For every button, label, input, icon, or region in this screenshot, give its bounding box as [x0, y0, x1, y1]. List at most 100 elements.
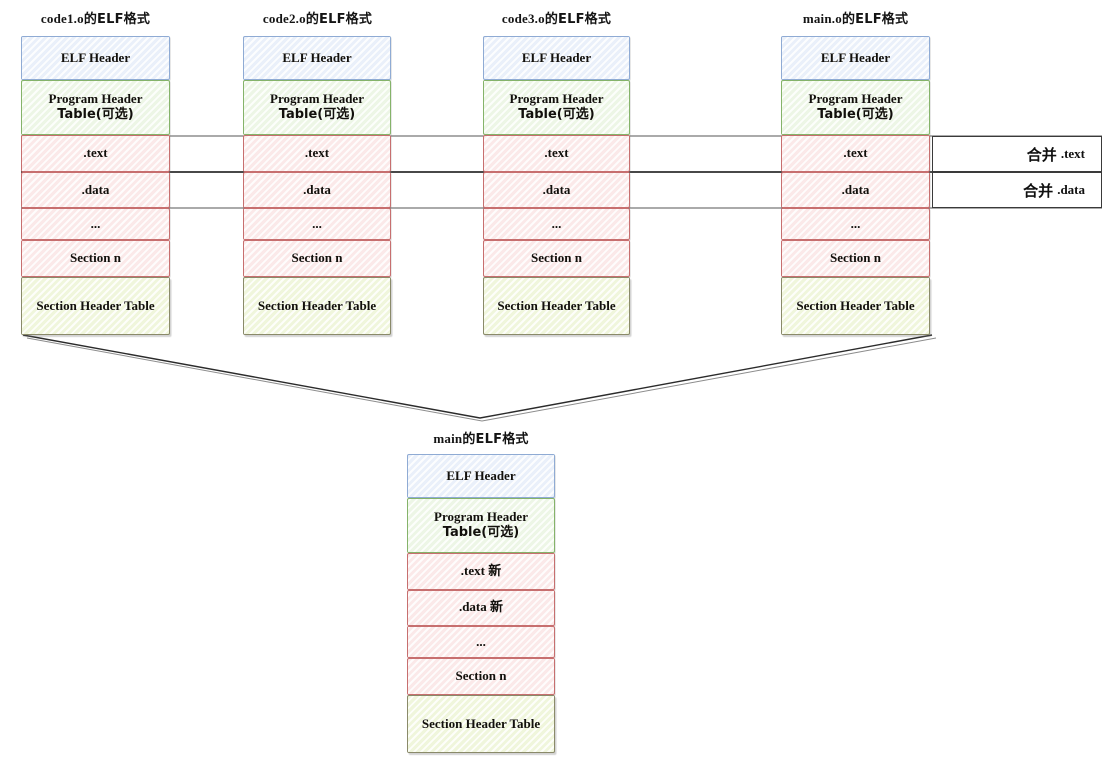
segment-text[interactable]: .text [21, 135, 170, 172]
segment-elf-header[interactable]: ELF Header [781, 36, 930, 80]
column-title-latin: main.o [802, 11, 842, 26]
segment-section-header-table[interactable]: Section Header Table [483, 277, 630, 335]
segment-label: Section Header Table [36, 297, 155, 313]
segment-data[interactable]: .data [21, 172, 170, 208]
segment-data[interactable]: .data [781, 172, 930, 208]
segment-label: .data [458, 599, 487, 615]
segment-ellipsis[interactable]: ... [21, 208, 170, 240]
segment-label-han: Table(可选) [57, 107, 134, 122]
segment-label: Program Header [808, 91, 903, 107]
segment-text-new[interactable]: .text 新 [407, 553, 555, 590]
segment-elf-header[interactable]: ELF Header [483, 36, 630, 80]
segment-section-n[interactable]: Section n [781, 240, 930, 277]
segment-data[interactable]: .data [483, 172, 630, 208]
segment-label: Section n [830, 250, 881, 266]
segment-label: Section Header Table [421, 715, 541, 731]
column-title-latin: code3.o [501, 11, 545, 26]
segment-label: Program Header [509, 91, 604, 107]
output-title-latin: main [433, 431, 463, 446]
segment-ellipsis[interactable]: ... [243, 208, 391, 240]
column-title-code1: code1.o的ELF格式 [21, 8, 170, 27]
output-title: main的ELF格式 [407, 428, 555, 447]
segment-label: ELF Header [446, 467, 516, 483]
segment-label: .data [303, 181, 331, 197]
segment-label: Section n [455, 668, 507, 684]
segment-label: Section Header Table [497, 297, 616, 313]
segment-label: Section Header Table [796, 297, 915, 313]
segment-label-han: Table(可选) [442, 525, 520, 540]
segment-label: Section n [70, 250, 121, 266]
segment-label-han: Table(可选) [278, 107, 356, 122]
column-title-latin: code2.o [262, 11, 306, 26]
merge-funnel-shadow [26, 337, 937, 422]
segment-label: .text [460, 562, 485, 578]
segment-label: .text [544, 145, 569, 161]
segment-label: .data [841, 181, 870, 197]
segment-label: ... [90, 215, 101, 231]
segment-ellipsis[interactable]: ... [483, 208, 630, 240]
segment-text[interactable]: .text [243, 135, 391, 172]
segment-label-han: 新 [490, 600, 504, 616]
merge-label-latin: .text [1060, 146, 1085, 161]
merge-label-text: 合并.text [932, 136, 1102, 172]
segment-section-header-table[interactable]: Section Header Table [781, 277, 930, 335]
segment-label: ELF Header [282, 49, 352, 65]
segment-label: Program Header [48, 91, 143, 107]
segment-elf-header[interactable]: ELF Header [407, 454, 555, 498]
segment-label: ELF Header [820, 49, 891, 65]
segment-label: Section Header Table [257, 297, 377, 313]
column-title-latin: code1.o [40, 11, 84, 26]
segment-section-n[interactable]: Section n [243, 240, 391, 277]
segment-label: .text [83, 145, 108, 161]
segment-label: ELF Header [60, 49, 131, 65]
segment-label: .data [81, 181, 110, 197]
segment-text[interactable]: .text [483, 135, 630, 172]
segment-label: .text [304, 145, 330, 161]
column-title-han: 的ELF格式 [544, 12, 612, 27]
column-title-maino: main.o的ELF格式 [781, 8, 930, 27]
segment-text[interactable]: .text [781, 135, 930, 172]
column-title-code2: code2.o的ELF格式 [243, 8, 392, 27]
segment-data-new[interactable]: .data 新 [407, 590, 555, 626]
column-title-han: 的ELF格式 [841, 12, 909, 27]
segment-ellipsis[interactable]: ... [781, 208, 930, 240]
segment-section-header-table[interactable]: Section Header Table [407, 695, 555, 753]
segment-elf-header[interactable]: ELF Header [243, 36, 391, 80]
merge-label-latin: .data [1057, 182, 1085, 197]
segment-label: Program Header [434, 509, 528, 525]
segment-section-header-table[interactable]: Section Header Table [243, 277, 391, 335]
segment-section-n[interactable]: Section n [407, 658, 555, 695]
merge-label-han: 合并 [1023, 181, 1054, 200]
segment-ellipsis[interactable]: ... [407, 626, 555, 658]
segment-label-han: Table(可选) [518, 107, 595, 122]
output-title-han: 的ELF格式 [462, 432, 529, 447]
segment-label-han: Table(可选) [817, 107, 894, 122]
segment-label: .data [542, 181, 571, 197]
column-title-han: 的ELF格式 [83, 12, 151, 27]
segment-section-n[interactable]: Section n [21, 240, 170, 277]
segment-label: ... [551, 215, 562, 231]
segment-label: Section n [291, 250, 343, 266]
segment-label: ... [312, 215, 322, 231]
segment-label: .text [843, 145, 868, 161]
segment-label: ... [476, 633, 486, 649]
segment-section-n[interactable]: Section n [483, 240, 630, 277]
segment-label: ELF Header [521, 49, 592, 65]
segment-label: Program Header [270, 91, 364, 107]
column-title-han: 的ELF格式 [305, 12, 373, 27]
segment-section-header-table[interactable]: Section Header Table [21, 277, 170, 335]
segment-data[interactable]: .data [243, 172, 391, 208]
segment-label: Section n [531, 250, 582, 266]
segment-elf-header[interactable]: ELF Header [21, 36, 170, 80]
